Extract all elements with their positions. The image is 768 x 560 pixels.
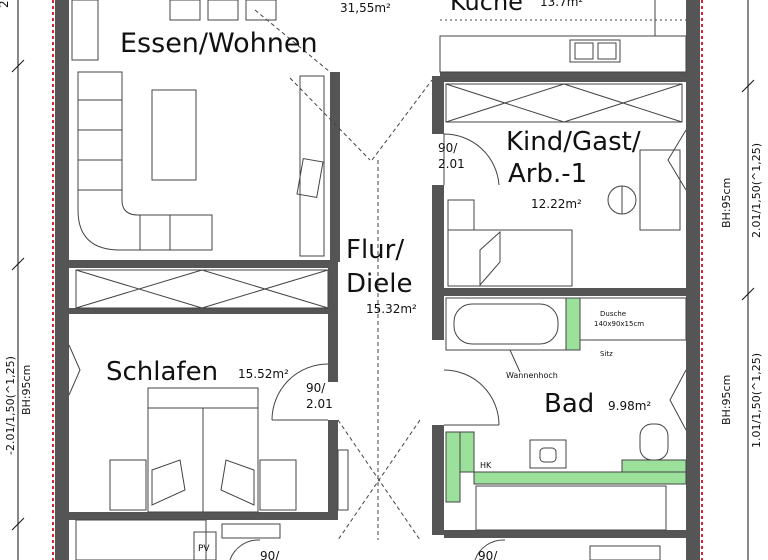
flur-diagonal [337, 419, 421, 541]
shower [579, 297, 687, 341]
room-area-flur: 15.32m² [366, 302, 417, 316]
door-arc-bottom-left [229, 539, 261, 560]
window-kind [667, 129, 687, 191]
hak-box [221, 523, 281, 539]
room-name-bad: Bad [544, 389, 594, 419]
pv-box [193, 531, 217, 560]
door-arc-bottom-right [474, 539, 506, 560]
wall-flur-kind [432, 185, 444, 340]
top-left-mark: 2 [0, 0, 11, 8]
wall-schrank-schlafen [69, 308, 334, 314]
door-arc-kind [443, 133, 500, 186]
wall-essen-schlafen [69, 260, 334, 268]
chair [245, 0, 277, 21]
shower-size: 140x90x15cm [594, 320, 644, 328]
window-bad [669, 369, 687, 431]
room-name-kind-2: Arb.-1 [508, 159, 587, 189]
dimension-tick [741, 79, 755, 93]
pv-label: PV [198, 544, 210, 554]
room-area-kind: 12.22m² [531, 197, 582, 211]
door-arc-schlafen [271, 363, 329, 421]
bottom-right-cabinet [589, 545, 661, 560]
coffee-table [151, 89, 197, 181]
toilet [639, 423, 669, 461]
hk-label: HK [480, 461, 492, 470]
installation-wall [621, 459, 687, 473]
right-lower-dim: 1.01/1,50(^1,25) [750, 353, 763, 448]
room-area-essen: 31,55m² [340, 1, 391, 15]
nightstand-left [109, 459, 147, 511]
right-upper-dim: 2.01/1,50(^1,25) [750, 143, 763, 238]
dimension-tick [11, 517, 25, 531]
room-name-essen: Essen/Wohnen [120, 28, 318, 59]
wall-schlafen-bottom [69, 512, 334, 520]
door-label-bottom-left: 90/ [260, 549, 280, 560]
wall-essen-flur [330, 72, 340, 262]
door-label-schlafen-1: 90/ [306, 381, 326, 395]
room-area-kueche: 13.7m² [540, 0, 583, 9]
bath-note: Wannenhoch [506, 371, 558, 380]
flur-diagonal [371, 79, 433, 161]
chair [207, 0, 239, 21]
nightstand-right [259, 459, 297, 511]
wall-schlafen-flur [328, 262, 338, 382]
left-dimension-text: -2.01/1,50(^1,25) [4, 356, 17, 455]
sitz-label: Sitz [600, 350, 613, 358]
sightline [289, 77, 371, 161]
installation-wall [459, 431, 475, 473]
dimension-tick [11, 59, 25, 73]
radiator [337, 449, 349, 511]
bottom-cabinet [75, 519, 207, 560]
wall-kind-bad [444, 288, 686, 296]
chair [169, 0, 201, 21]
room-name-flur-2: Diele [346, 269, 412, 299]
kitchen-sink [569, 39, 621, 63]
wardrobe [445, 83, 683, 123]
kind-bed [447, 229, 573, 287]
right-lower-bh: BH:95cm [720, 375, 733, 425]
wall-cabinet [71, 0, 99, 61]
room-area-bad: 9.98m² [608, 399, 651, 413]
kitchen-counter [439, 35, 687, 73]
right-upper-bh: BH:95cm [720, 178, 733, 228]
shower-label: Dusche [600, 310, 626, 318]
outer-wall-left [55, 0, 69, 560]
glass-wall [565, 297, 581, 351]
sightline [254, 9, 331, 73]
dimension-tick [11, 257, 25, 271]
wall-schlafen-flur-lower [328, 420, 338, 520]
dimension-tick [741, 287, 755, 301]
room-name-flur-1: Flur/ [346, 235, 404, 265]
room-name-kind-1: Kind/Gast/ [506, 127, 641, 157]
nightstand [447, 199, 475, 231]
door-label-bottom-right: 90/ [478, 549, 498, 560]
desk [639, 149, 681, 231]
room-area-schlafen: 15.52m² [238, 367, 289, 381]
sofa [77, 71, 213, 251]
installation-wall [445, 431, 461, 503]
wall-bad-bottom [444, 530, 686, 538]
wall-flur-kind-top [432, 76, 444, 134]
outer-wall-right [686, 0, 700, 560]
room-name-kueche: Küche [450, 0, 523, 16]
door-label-kind-1: 90/ [438, 141, 458, 155]
door-label-schlafen-2: 2.01 [306, 397, 333, 411]
bad-bottom-cabinet [475, 485, 667, 531]
door-label-kind-2: 2.01 [438, 157, 465, 171]
tv [296, 157, 324, 199]
window-schlafen [68, 344, 81, 396]
left-bh-text: BH:95cm [20, 365, 33, 415]
room-name-schlafen: Schlafen [106, 357, 218, 387]
wall-kueche-kind [440, 72, 686, 82]
wall-flur-bad-lower [432, 425, 444, 535]
installation-wall [473, 471, 687, 485]
washbasin [529, 439, 567, 469]
door-arc-bad [443, 369, 500, 426]
schlafen-wardrobe [75, 269, 329, 309]
tv-cabinet [299, 75, 325, 257]
